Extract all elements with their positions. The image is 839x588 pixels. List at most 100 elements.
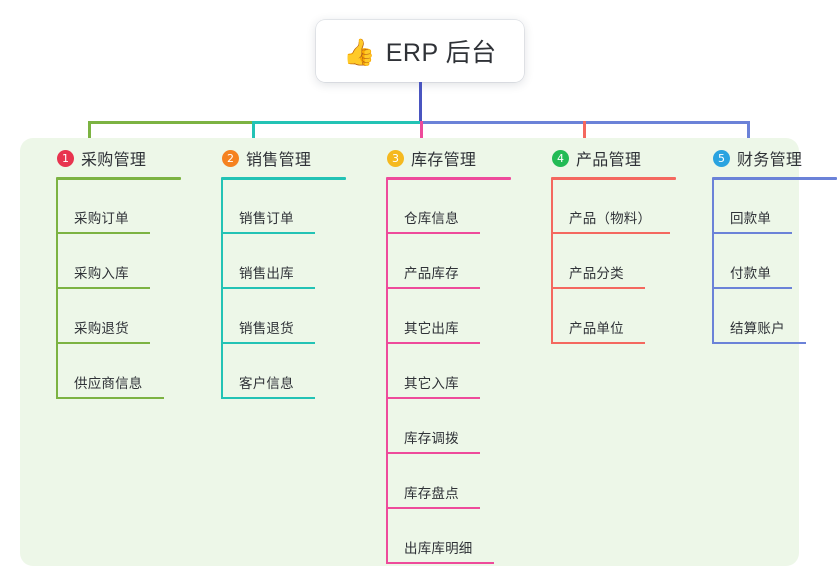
item-rule-line xyxy=(386,232,480,234)
branch-number-badge: 4 xyxy=(552,149,569,167)
item-rule-line xyxy=(221,287,315,289)
item-rule-line xyxy=(56,397,164,399)
item-spine-line xyxy=(221,344,223,399)
item-rule-line xyxy=(221,397,315,399)
branch-number-badge: 2 xyxy=(222,149,239,167)
branch-item[interactable]: 仓库信息 xyxy=(386,179,520,234)
branch-title-label: 采购管理 xyxy=(81,152,147,169)
branch-item[interactable]: 库存调拨 xyxy=(386,399,520,454)
item-spine-line xyxy=(386,234,388,289)
item-spine-line xyxy=(386,509,388,564)
branch-item-list: 销售订单销售出库销售退货客户信息 xyxy=(221,179,355,399)
item-rule-line xyxy=(221,342,315,344)
branch-underline xyxy=(221,177,346,180)
root-node-erp-backend[interactable]: 👍 ERP 后台 xyxy=(316,20,524,82)
item-spine-line xyxy=(56,179,58,234)
branch-underline xyxy=(551,177,676,180)
branch-item[interactable]: 产品（物料） xyxy=(551,179,685,234)
item-spine-line xyxy=(56,234,58,289)
item-spine-line xyxy=(386,399,388,454)
branch-item[interactable]: 产品库存 xyxy=(386,234,520,289)
item-label: 产品（物料） xyxy=(569,211,652,226)
branches-panel xyxy=(20,138,799,566)
branch-item[interactable]: 回款单 xyxy=(712,179,839,234)
branch-underline xyxy=(56,177,181,180)
item-rule-line xyxy=(551,342,645,344)
branch-number-badge: 1 xyxy=(57,149,74,167)
branch-item[interactable]: 客户信息 xyxy=(221,344,355,399)
item-label: 产品分类 xyxy=(569,266,624,281)
thumbs-up-icon: 👍 xyxy=(343,37,376,67)
item-rule-line xyxy=(56,287,150,289)
root-node-label: ERP 后台 xyxy=(385,39,497,67)
branch-underline xyxy=(386,177,511,180)
branch-item[interactable]: 供应商信息 xyxy=(56,344,190,399)
branch-title-label: 财务管理 xyxy=(737,152,803,169)
branch-item[interactable]: 其它入库 xyxy=(386,344,520,399)
item-spine-line xyxy=(551,234,553,289)
branch-header-2[interactable]: 2 销售管理 xyxy=(203,146,355,170)
branch-item[interactable]: 采购退货 xyxy=(56,289,190,344)
branch-item-list: 仓库信息产品库存其它出库其它入库库存调拨库存盘点出库库明细 xyxy=(386,179,520,564)
item-spine-line xyxy=(221,179,223,234)
item-spine-line xyxy=(221,289,223,344)
branch-item[interactable]: 其它出库 xyxy=(386,289,520,344)
branch-item-list: 采购订单采购入库采购退货供应商信息 xyxy=(56,179,190,399)
segment-sales xyxy=(252,121,421,124)
branch-item[interactable]: 出库库明细 xyxy=(386,509,520,564)
branch-column-2: 2 销售管理销售订单销售出库销售退货客户信息 xyxy=(203,146,355,399)
branch-item[interactable]: 结算账户 xyxy=(712,289,839,344)
item-rule-line xyxy=(712,342,806,344)
item-rule-line xyxy=(386,562,494,564)
item-spine-line xyxy=(712,179,714,234)
branch-item[interactable]: 产品分类 xyxy=(551,234,685,289)
item-label: 产品单位 xyxy=(569,321,624,336)
item-spine-line xyxy=(386,289,388,344)
branch-number-badge: 5 xyxy=(713,149,730,167)
item-label: 仓库信息 xyxy=(404,211,459,226)
item-label: 回款单 xyxy=(730,211,772,226)
branch-header-1[interactable]: 1 采购管理 xyxy=(38,146,190,170)
branch-title-label: 销售管理 xyxy=(246,152,312,169)
branch-item[interactable]: 付款单 xyxy=(712,234,839,289)
branch-header-5[interactable]: 5 财务管理 xyxy=(694,146,839,170)
branch-item-list: 回款单付款单结算账户 xyxy=(712,179,839,344)
branch-item[interactable]: 采购入库 xyxy=(56,234,190,289)
item-label: 库存调拨 xyxy=(404,431,459,446)
column-drop-3 xyxy=(420,121,423,143)
item-rule-line xyxy=(386,397,480,399)
item-label: 采购入库 xyxy=(74,266,129,281)
item-spine-line xyxy=(56,289,58,344)
branch-item[interactable]: 库存盘点 xyxy=(386,454,520,509)
branch-item[interactable]: 采购订单 xyxy=(56,179,190,234)
item-label: 结算账户 xyxy=(730,321,785,336)
branch-column-1: 1 采购管理采购订单采购入库采购退货供应商信息 xyxy=(38,146,190,399)
branch-item[interactable]: 产品单位 xyxy=(551,289,685,344)
branch-item[interactable]: 销售出库 xyxy=(221,234,355,289)
column-drop-2 xyxy=(252,121,255,143)
branch-item[interactable]: 销售订单 xyxy=(221,179,355,234)
column-drop-4 xyxy=(583,121,586,143)
branch-item[interactable]: 销售退货 xyxy=(221,289,355,344)
item-rule-line xyxy=(56,232,150,234)
item-rule-line xyxy=(386,507,480,509)
item-rule-line xyxy=(712,287,792,289)
item-rule-line xyxy=(56,342,150,344)
item-label: 客户信息 xyxy=(239,376,294,391)
item-label: 其它出库 xyxy=(404,321,459,336)
segment-product xyxy=(583,121,748,124)
branch-column-5: 5 财务管理回款单付款单结算账户 xyxy=(694,146,839,344)
item-spine-line xyxy=(712,289,714,344)
item-label: 其它入库 xyxy=(404,376,459,391)
item-rule-line xyxy=(221,232,315,234)
branch-title-label: 库存管理 xyxy=(411,152,477,169)
item-rule-line xyxy=(386,342,480,344)
segment-inventory xyxy=(420,121,584,124)
item-spine-line xyxy=(386,454,388,509)
column-drop-1 xyxy=(88,121,91,143)
item-spine-line xyxy=(551,179,553,234)
